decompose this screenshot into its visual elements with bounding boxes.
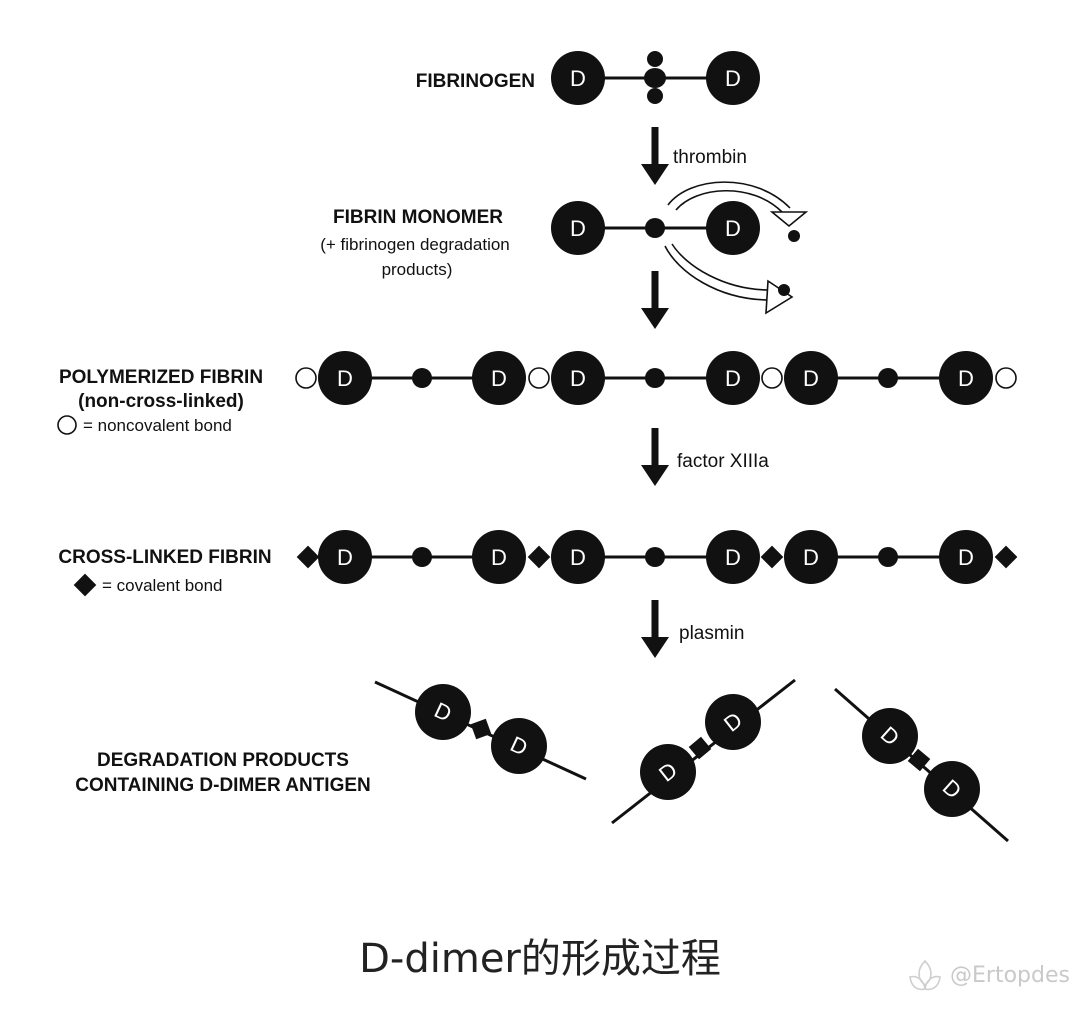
plasmin-label: plasmin	[679, 623, 744, 644]
thrombin-arrow	[641, 127, 669, 185]
degradation-products-label: DEGRADATION PRODUCTS	[97, 750, 349, 771]
d-domain-label: D	[725, 545, 741, 570]
polymerized-fibrin-chain: D D D D D D	[295, 351, 1017, 405]
d-domain-label: D	[958, 366, 974, 391]
fibrinopeptide-release-arrow-lower	[664, 243, 794, 315]
thrombin-label: thrombin	[673, 147, 747, 168]
d-domain-label: D	[725, 366, 741, 391]
d-domain-label: D	[725, 216, 741, 241]
d-domain-label: D	[337, 366, 353, 391]
d-domain-label: D	[725, 66, 741, 91]
polymerized-fibrin-label: POLYMERIZED FIBRIN	[59, 367, 263, 388]
d-dimer-fragment: D D	[374, 680, 587, 781]
polymerized-fibrin-note: (non-cross-linked)	[78, 391, 244, 412]
d-domain-label: D	[491, 366, 507, 391]
factor-xiiia-arrow	[641, 428, 669, 486]
d-dimer-fragment: D D	[834, 687, 1009, 843]
d-domain-label: D	[337, 545, 353, 570]
watermark-logo-icon	[909, 959, 941, 991]
d-dimer-fragment: D D	[611, 678, 796, 825]
d-domain-label: D	[570, 545, 586, 570]
fibrinogen-molecule: D D	[551, 51, 760, 105]
noncovalent-bond-legend: = noncovalent bond	[83, 416, 232, 435]
fibrin-monomer-molecule: D D	[551, 201, 760, 255]
cross-linked-fibrin-label: CROSS-LINKED FIBRIN	[58, 547, 271, 568]
covalent-bond-legend: = covalent bond	[102, 576, 223, 595]
cross-linked-fibrin-chain: D D D D D D	[296, 530, 1018, 584]
d-domain-label: D	[570, 216, 586, 241]
d-domain-label: D	[570, 366, 586, 391]
watermark-text: @Ertopdes	[950, 963, 1070, 988]
noncovalent-bond-legend-icon	[57, 415, 77, 435]
fibrin-monomer-note: (+ fibrinogen degradation	[320, 235, 510, 254]
fibrinopeptide-release-arrow-upper	[667, 181, 809, 242]
fibrinogen-label: FIBRINOGEN	[416, 71, 535, 92]
plasmin-arrow	[641, 600, 669, 658]
factor-xiiia-label: factor XIIIa	[677, 451, 769, 472]
fibrin-monomer-label: FIBRIN MONOMER	[333, 207, 503, 228]
d-domain-label: D	[803, 366, 819, 391]
fibrin-monomer-note-2: products)	[382, 260, 453, 279]
d-domain-label: D	[803, 545, 819, 570]
caption: D-dimer的形成过程	[359, 936, 721, 982]
polymerization-arrow	[641, 271, 669, 329]
d-domain-label: D	[570, 66, 586, 91]
d-domain-label: D	[958, 545, 974, 570]
degradation-products-label-2: CONTAINING D-DIMER ANTIGEN	[75, 775, 371, 796]
covalent-bond-legend-icon	[73, 573, 97, 597]
d-domain-label: D	[491, 545, 507, 570]
